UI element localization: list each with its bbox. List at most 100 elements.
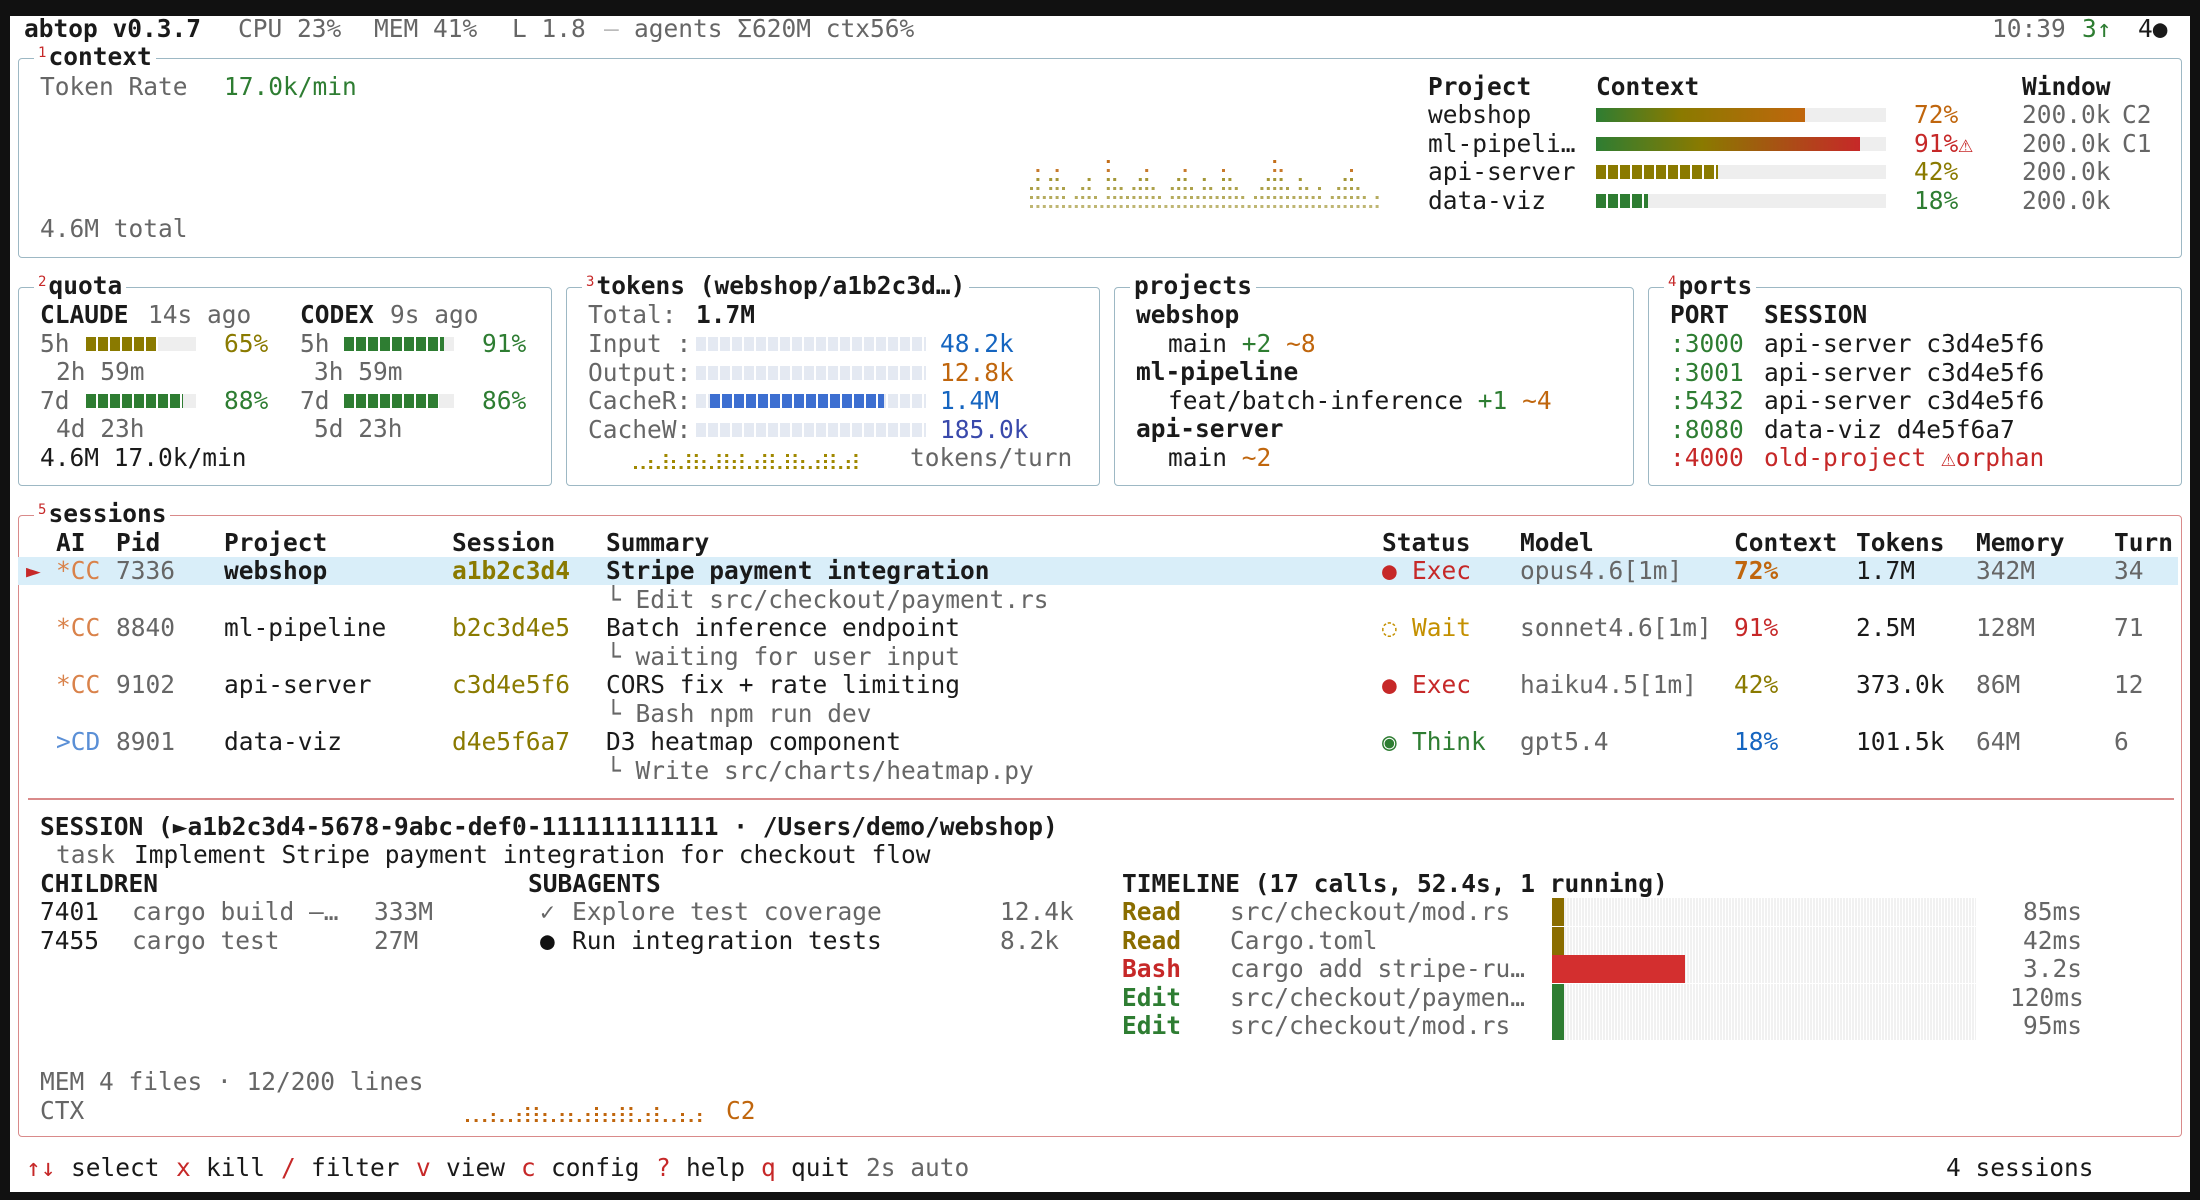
claude-label: CLAUDE bbox=[40, 300, 129, 329]
timeline-duration: 3.2s bbox=[2022, 954, 2082, 983]
session-memory: 86M bbox=[1976, 670, 2021, 699]
token-row-bar bbox=[696, 394, 926, 408]
session-model: sonnet4.6[1m] bbox=[1520, 613, 1712, 642]
key-label-help[interactable]: help bbox=[686, 1153, 746, 1182]
project-branch-line: main +2 ~8 bbox=[1168, 328, 1316, 358]
port-session: data-viz d4e5f6a7 bbox=[1764, 414, 2015, 444]
session-context: 42% bbox=[1734, 670, 1779, 699]
project-branch-line: feat/batch-inference +1 ~4 bbox=[1168, 386, 1552, 415]
session-pid: 9102 bbox=[116, 670, 176, 699]
key-filter[interactable]: / bbox=[281, 1153, 296, 1182]
context-panel bbox=[18, 58, 2182, 258]
detail-ctx-label: CTX bbox=[40, 1096, 85, 1125]
claude-5h-reset: 2h 59m bbox=[56, 357, 145, 386]
session-current-action: └ Bash npm run dev bbox=[606, 698, 872, 728]
ports-header-port: PORT bbox=[1670, 300, 1730, 329]
col-ai[interactable]: AI bbox=[56, 528, 86, 557]
claude-7d-pct: 88% bbox=[224, 386, 269, 415]
status-icon: ◉ bbox=[1382, 727, 1397, 756]
session-status: Exec bbox=[1412, 670, 1472, 699]
token-rate-sparkline bbox=[1030, 160, 1379, 208]
key-help[interactable]: ? bbox=[656, 1153, 671, 1182]
key-label-filter[interactable]: filter bbox=[311, 1153, 400, 1182]
claude-5h-bar bbox=[86, 337, 196, 351]
session-id[interactable]: c3d4e5f6 bbox=[452, 670, 571, 699]
session-id[interactable]: d4e5f6a7 bbox=[452, 727, 571, 756]
col-session[interactable]: Session bbox=[452, 528, 556, 557]
key-kill[interactable]: x bbox=[176, 1153, 191, 1182]
col-model[interactable]: Model bbox=[1520, 528, 1594, 557]
col-status[interactable]: Status bbox=[1382, 528, 1471, 557]
context-row-window: 200.0k bbox=[2022, 100, 2111, 129]
token-row-bar bbox=[696, 337, 926, 351]
sessions-panel-title: 5sessions bbox=[34, 500, 171, 528]
key-config[interactable]: c bbox=[521, 1153, 536, 1182]
timeline-duration: 120ms bbox=[2010, 982, 2084, 1012]
project-name: api-server bbox=[1136, 414, 1284, 443]
claude-5h-label: 5h bbox=[40, 329, 70, 358]
tokens-per-turn-label: tokens/turn bbox=[910, 443, 1073, 472]
token-row-label: Input : bbox=[588, 329, 692, 358]
detail-ctx-tag: C2 bbox=[726, 1096, 756, 1125]
session-pid: 7336 bbox=[116, 556, 176, 585]
timeline-tool: Read bbox=[1122, 897, 1182, 926]
context-row-project: data-viz bbox=[1428, 185, 1547, 215]
session-summary: D3 heatmap component bbox=[606, 727, 902, 756]
col-pid[interactable]: Pid bbox=[116, 528, 161, 557]
child-command: cargo build –… bbox=[132, 897, 339, 926]
timeline-bar bbox=[1552, 898, 1564, 926]
selected-row-highlight bbox=[18, 557, 2178, 585]
context-row-pct: 91%⚠ bbox=[1914, 128, 1974, 158]
timeline-target: src/checkout/mod.rs bbox=[1230, 1011, 1511, 1040]
port-session: api-server c3d4e5f6 bbox=[1764, 386, 2045, 415]
col-summary[interactable]: Summary bbox=[606, 528, 710, 557]
context-row-window: 200.0k bbox=[2022, 157, 2111, 186]
timeline-track bbox=[1552, 1012, 1976, 1040]
key-label-quit[interactable]: quit bbox=[791, 1153, 851, 1182]
codex-label: CODEX bbox=[300, 300, 374, 329]
status-icon: ◌ bbox=[1382, 613, 1397, 642]
codex-5h-bar bbox=[344, 337, 454, 351]
codex-7d-pct: 86% bbox=[482, 386, 527, 415]
col-turn[interactable]: Turn bbox=[2114, 528, 2174, 557]
project-branch: main bbox=[1168, 442, 1228, 472]
session-row[interactable] bbox=[18, 557, 2178, 613]
key-select[interactable]: ↑↓ bbox=[26, 1153, 56, 1182]
col-memory[interactable]: Memory bbox=[1976, 528, 2065, 557]
key-label-view[interactable]: view bbox=[446, 1153, 506, 1182]
key-label-config[interactable]: config bbox=[551, 1153, 640, 1182]
col-tokens[interactable]: Tokens bbox=[1856, 528, 1945, 557]
session-model: gpt5.4 bbox=[1520, 727, 1609, 756]
timeline-duration: 42ms bbox=[2022, 925, 2082, 955]
session-status: Exec bbox=[1412, 556, 1472, 585]
key-label-kill[interactable]: kill bbox=[206, 1153, 266, 1182]
project-name: webshop bbox=[1136, 300, 1240, 329]
context-row-project: ml-pipeli… bbox=[1428, 128, 1576, 158]
col-context[interactable]: Context bbox=[1734, 528, 1838, 557]
port-session: api-server c3d4e5f6 bbox=[1764, 329, 2045, 358]
session-id[interactable]: a1b2c3d4 bbox=[452, 556, 571, 585]
project-added: +2 bbox=[1241, 328, 1272, 358]
session-turn: 34 bbox=[2114, 556, 2144, 585]
session-project: api-server bbox=[224, 670, 372, 699]
timeline-tool: Edit bbox=[1122, 982, 1182, 1012]
key-quit[interactable]: q bbox=[761, 1153, 776, 1182]
session-context: 91% bbox=[1734, 613, 1779, 642]
port-number: :3001 bbox=[1670, 357, 1744, 387]
key-view[interactable]: v bbox=[416, 1153, 431, 1182]
session-summary: Batch inference endpoint bbox=[606, 613, 961, 642]
context-row-bar bbox=[1596, 193, 1886, 208]
col-project[interactable]: Project bbox=[224, 528, 328, 557]
key-label-select[interactable]: select bbox=[71, 1153, 160, 1182]
port-session: old-project ⚠orphan bbox=[1764, 443, 2045, 472]
session-tokens: 101.5k bbox=[1856, 727, 1945, 756]
subagent-name: Explore test coverage bbox=[572, 897, 882, 926]
timeline-bar bbox=[1552, 955, 1686, 983]
tokens-per-turn-sparkline bbox=[634, 454, 858, 469]
session-tokens: 1.7M bbox=[1856, 556, 1916, 585]
subagents-title: SUBAGENTS bbox=[528, 869, 661, 898]
session-id[interactable]: b2c3d4e5 bbox=[452, 613, 571, 642]
token-row-label: CacheW: bbox=[588, 414, 692, 444]
ctx-history-sparkline bbox=[466, 1107, 702, 1122]
token-row-label: Output: bbox=[588, 357, 692, 387]
